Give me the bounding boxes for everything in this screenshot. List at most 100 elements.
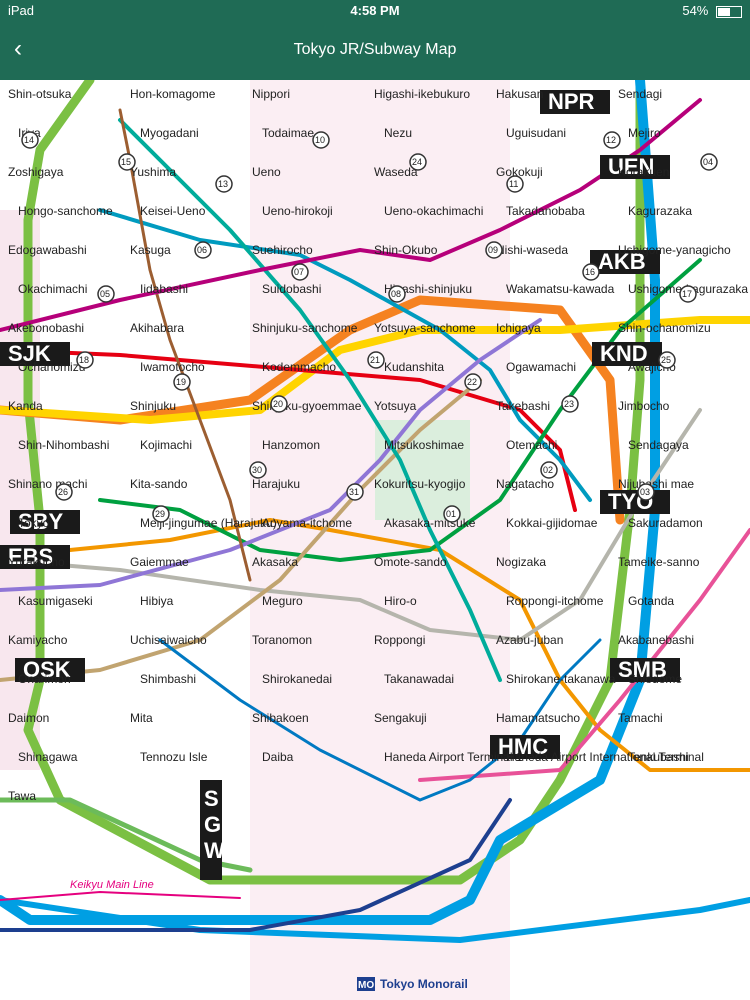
station-label: Daiba <box>262 750 294 764</box>
station-label: Kamiyacho <box>8 633 68 647</box>
station-label: Ochanomizu <box>18 360 85 374</box>
hub-label-ebs: EBS <box>8 544 53 569</box>
station-code-label: 14 <box>24 135 34 145</box>
station-label: Hamamatsucho <box>496 711 580 725</box>
station-label: Harajuku <box>252 477 300 491</box>
station-label: Azabu-juban <box>496 633 563 647</box>
station-label: Shibakoen <box>252 711 309 725</box>
station-label: Nezu <box>384 126 412 140</box>
station-label: Kasumigaseki <box>18 594 93 608</box>
station-code-label: 18 <box>79 355 89 365</box>
station-code-marker <box>55 483 73 501</box>
station-label: Higashi-shinjuku <box>384 282 472 296</box>
station-code-label: 15 <box>121 157 131 167</box>
station-label: Ueno-hirokoji <box>262 204 333 218</box>
hub-box-ebs <box>0 545 70 569</box>
hub-label-smb: SMB <box>618 657 667 682</box>
station-label: Ueno <box>252 165 281 179</box>
station-code-marker <box>443 505 461 523</box>
station-code-marker <box>173 373 191 391</box>
station-code-marker <box>312 131 330 149</box>
yurakucho-line <box>0 378 482 682</box>
station-code-label: 19 <box>176 377 186 387</box>
station-code-marker <box>561 395 579 413</box>
station-label: Jimbocho <box>618 399 670 413</box>
station-code-label: 26 <box>58 487 68 497</box>
station-label: Ueno-okachimachi <box>384 204 483 218</box>
monorail-badge-label: MO <box>358 980 374 991</box>
station-code-label: 30 <box>252 465 262 475</box>
station-label: Wakamatsu-kawada <box>506 282 615 296</box>
station-code-marker <box>97 285 115 303</box>
station-label: Kokuritsu-kyogijo <box>374 477 466 491</box>
station-label: Shin-Nihombashi <box>18 438 109 452</box>
station-label: Mejiro <box>628 126 661 140</box>
station-label: Roppongi-itchome <box>506 594 604 608</box>
namboku-line <box>118 118 502 682</box>
station-code-marker <box>346 483 364 501</box>
station-label: Shinjuku-gyoemmae <box>252 399 362 413</box>
station-label: Shinagawa <box>18 750 78 764</box>
asakusa-line <box>418 528 750 782</box>
hub-label-akb: AKB <box>598 249 646 274</box>
station-code-marker <box>367 351 385 369</box>
station-label: Shinano machi <box>8 477 87 491</box>
station-label: Todaimae <box>262 126 314 140</box>
station-code-label: 01 <box>446 509 456 519</box>
station-label: Tawa <box>8 789 36 803</box>
station-label: Gotanda <box>628 594 674 608</box>
station-label: Meiji-jingumae (Harajuku) <box>140 516 277 530</box>
mita-line <box>158 638 602 802</box>
station-label: Shimbashi <box>140 672 196 686</box>
station-label: Hanzomon <box>262 438 320 452</box>
station-code-label: 11 <box>509 179 518 189</box>
station-label: Uchisaiwaicho <box>130 633 207 647</box>
hub-label-sgw: W <box>204 838 225 863</box>
station-label: Otemachi <box>506 438 557 452</box>
station-label: Nijubashi mae <box>618 477 694 491</box>
station-label: Okachimachi <box>18 282 87 296</box>
station-label: Iidabashi <box>140 282 188 296</box>
station-label: Ushigome-yanagicho <box>618 243 731 257</box>
station-label: Gaiemmae <box>130 555 189 569</box>
station-label: Hakusan <box>496 87 543 101</box>
station-label: Suidobashi <box>262 282 321 296</box>
station-label: Kokkai-gijidomae <box>506 516 598 530</box>
battery-indicator: 54% <box>682 3 742 18</box>
station-label: Akebonobashi <box>8 321 84 335</box>
station-label: Tameike-sanno <box>618 555 700 569</box>
station-label: Hon-komagome <box>130 87 216 101</box>
back-chevron-icon[interactable]: ‹ <box>14 35 22 62</box>
station-label: Shirokanedai <box>262 672 332 686</box>
hub-box-osk <box>15 658 85 682</box>
battery-fill <box>718 7 730 16</box>
station-code-marker <box>679 285 697 303</box>
station-code-marker <box>700 153 718 171</box>
station-code-label: 13 <box>218 179 228 189</box>
station-label: Tenkubashi <box>628 750 689 764</box>
hub-label-osk: OSK <box>23 657 71 682</box>
navigation-bar: ‹ Tokyo JR/Subway Map <box>0 20 750 80</box>
hub-label-uen: UEN <box>608 154 654 179</box>
hub-box-akb <box>590 250 660 274</box>
station-code-marker <box>118 153 136 171</box>
station-code-marker <box>194 241 212 259</box>
station-code-label: 23 <box>564 399 574 409</box>
station-code-label: 09 <box>488 245 498 255</box>
station-code-label: 16 <box>585 267 595 277</box>
station-label: Hiro-o <box>384 594 417 608</box>
station-label: Takadanobaba <box>506 204 585 218</box>
hub-box-sgw <box>200 780 222 880</box>
station-label: Shirokane-takanawa <box>506 672 616 686</box>
station-code-label: 31 <box>349 487 359 497</box>
station-label: Omote-sando <box>374 555 447 569</box>
station-label: Meguro <box>262 594 303 608</box>
station-label: Sendagaya <box>628 438 689 452</box>
saikyo-line <box>0 797 253 873</box>
station-label: Yotsuya <box>374 399 417 413</box>
station-label: Shin-Okubo <box>374 243 438 257</box>
station-label: Keisei-Ueno <box>140 204 206 218</box>
station-label: Shin-otsuka <box>8 87 72 101</box>
